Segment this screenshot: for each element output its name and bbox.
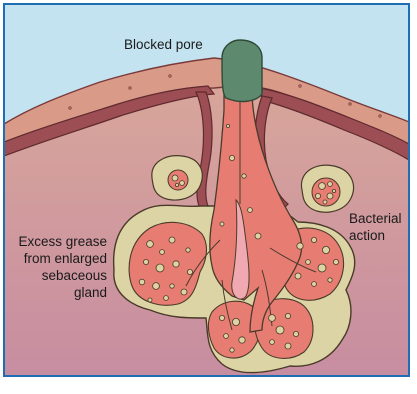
label-excess-grease-line3: sebaceous [42, 268, 108, 283]
label-excess-grease-line1: Excess grease [18, 234, 107, 249]
small-cyst-left [152, 156, 202, 200]
label-excess-grease-line4: gland [74, 285, 107, 300]
label-blocked-pore: Blocked pore [124, 37, 203, 52]
small-cyst-right [301, 165, 353, 212]
label-bacterial-action-line2: action [349, 228, 385, 243]
blocked-pore-plug [222, 40, 262, 101]
label-excess-grease-line2: from enlarged [24, 251, 107, 266]
label-bacterial-action-line1: Bacterial [349, 211, 402, 226]
